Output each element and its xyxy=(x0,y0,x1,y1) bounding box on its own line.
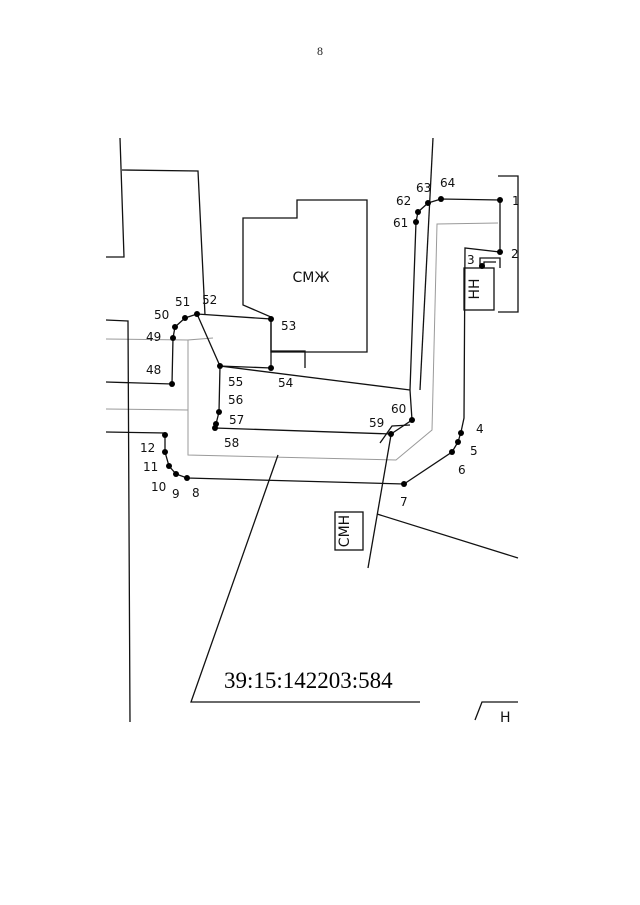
turning-point-12 xyxy=(162,432,168,438)
turning-point-5 xyxy=(455,439,461,445)
turning-point-label-54: 54 xyxy=(278,376,293,390)
turning-point-label-56: 56 xyxy=(228,393,243,407)
turning-point-7 xyxy=(401,481,407,487)
turning-point-62 xyxy=(415,209,421,215)
turning-point-59 xyxy=(388,431,394,437)
turning-point-label-50: 50 xyxy=(154,308,169,322)
turning-point-label-58: 58 xyxy=(224,436,239,450)
street-line-diagonal xyxy=(367,434,392,569)
turning-point-56 xyxy=(216,409,222,415)
turning-point-label-55: 55 xyxy=(228,375,243,389)
neighbour-boundaries xyxy=(105,222,499,461)
block-line-left-top xyxy=(106,137,125,258)
turning-point-6 xyxy=(449,449,455,455)
building-n-fragment xyxy=(474,701,518,721)
turning-point-49 xyxy=(170,335,176,341)
turning-point-11 xyxy=(162,449,168,455)
building-smzh-label: СМЖ xyxy=(293,270,330,286)
cadastral-number: 39:15:142203:584 xyxy=(224,668,393,693)
building-smn xyxy=(334,511,364,551)
turning-point-label-49: 49 xyxy=(146,330,161,344)
turning-point-52 xyxy=(194,311,200,317)
turning-point-51 xyxy=(182,315,188,321)
turning-point-label-10: 10 xyxy=(151,480,166,494)
block-lines xyxy=(105,137,519,723)
turning-point-61 xyxy=(413,219,419,225)
turning-point-label-5: 5 xyxy=(470,444,478,458)
turning-point-label-64: 64 xyxy=(440,176,455,190)
turning-point-label-62: 62 xyxy=(396,194,411,208)
turning-point-label-57: 57 xyxy=(229,413,244,427)
turning-point-55 xyxy=(217,363,223,369)
turning-point-9 xyxy=(173,471,179,477)
turning-point-label-7: 7 xyxy=(400,495,408,509)
turning-point-label-63: 63 xyxy=(416,181,431,195)
turning-point-label-6: 6 xyxy=(458,463,466,477)
building-nn-label: НН xyxy=(467,278,483,299)
turning-point-50 xyxy=(172,324,178,330)
turning-point-label-8: 8 xyxy=(192,486,200,500)
turning-point-label-4: 4 xyxy=(476,422,484,436)
neighbour-plot-right xyxy=(498,175,519,313)
building-smn-label: СМН xyxy=(337,515,353,547)
street-line-lower xyxy=(376,513,519,559)
turning-point-2 xyxy=(497,249,503,255)
turning-point-label-51: 51 xyxy=(175,295,190,309)
turning-point-label-2: 2 xyxy=(511,247,519,261)
turning-point-label-59: 59 xyxy=(369,416,384,430)
turning-point-label-11: 11 xyxy=(143,460,158,474)
neighbour-boundary-left xyxy=(105,408,189,411)
parcel-segment-notch xyxy=(271,350,306,368)
building-smzh xyxy=(242,199,368,353)
page-number: 8 xyxy=(317,44,323,58)
turning-point-label-60: 60 xyxy=(391,402,406,416)
parcel-segment-east-south xyxy=(105,200,501,485)
turning-point-4 xyxy=(458,430,464,436)
turning-point-48 xyxy=(169,381,175,387)
turning-point-label-12: 12 xyxy=(140,441,155,455)
turning-point-label-48: 48 xyxy=(146,363,161,377)
turning-point-53 xyxy=(268,316,274,322)
block-line-upper xyxy=(121,169,206,316)
turning-point-10 xyxy=(166,463,172,469)
turning-point-3 xyxy=(479,263,485,269)
turning-point-58 xyxy=(212,425,218,431)
turning-point-8 xyxy=(184,475,190,481)
turning-point-64 xyxy=(438,196,444,202)
turning-point-label-3: 3 xyxy=(467,253,475,267)
turning-point-63 xyxy=(425,200,431,206)
turning-point-label-52: 52 xyxy=(202,293,217,307)
building-n-label: Н xyxy=(500,710,511,726)
turning-point-label-53: 53 xyxy=(281,319,296,333)
turning-point-1 xyxy=(497,197,503,203)
block-line-left xyxy=(105,319,131,723)
street-line-vertical xyxy=(419,137,434,391)
parcel-boundary xyxy=(105,198,501,485)
turning-point-54 xyxy=(268,365,274,371)
turning-point-label-61: 61 xyxy=(393,216,408,230)
turning-point-label-1: 1 xyxy=(512,194,520,208)
turning-point-label-9: 9 xyxy=(172,487,180,501)
turning-point-60 xyxy=(409,417,415,423)
cadastral-leader-line xyxy=(190,454,420,703)
